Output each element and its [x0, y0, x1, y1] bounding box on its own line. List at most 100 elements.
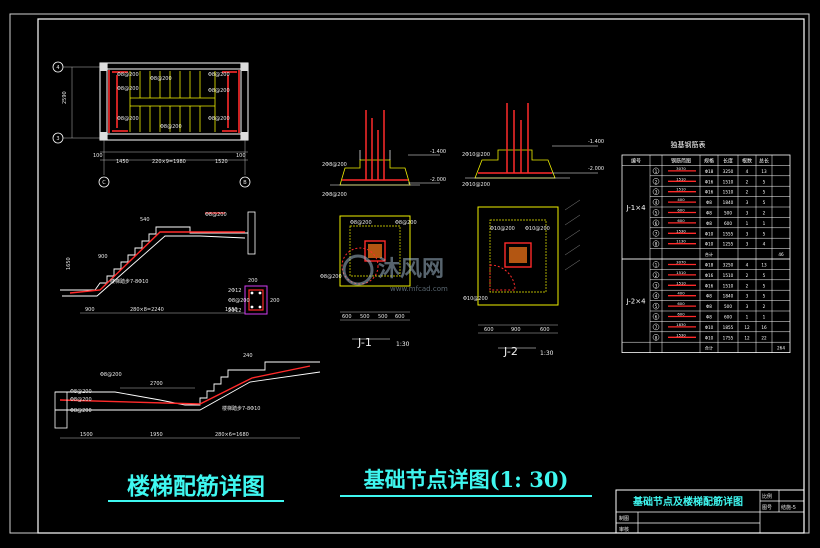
j2-note2: 2Φ10@200 [462, 182, 490, 188]
table-j2-row-cell: 22 [761, 335, 767, 340]
table-j1-row-index: 3 [655, 190, 658, 195]
svg-text:Φ10@200: Φ10@200 [525, 226, 550, 232]
table-j1-row-index-bubble [652, 167, 660, 175]
table-j1-row-cell: 1840 [723, 200, 734, 205]
table-j1-row-shape-length: 1530 [676, 228, 686, 233]
j1-dim-1: 600 [342, 314, 352, 320]
table-j1-row-cell: 3 [746, 200, 749, 205]
table-j1-row-cell: 2 [746, 179, 749, 184]
table-frame [621, 154, 791, 354]
j1-dim-2: 500 [360, 314, 370, 320]
table-j1-row-cell: Φ8 [706, 200, 712, 205]
table-j2-row-cell: 4 [746, 263, 749, 268]
svg-text:Φ8@200: Φ8@200 [208, 88, 230, 94]
table-j2-row-cell: 500 [724, 304, 732, 309]
j2-dim-3: 600 [540, 327, 550, 333]
table-j1-row-index-bubble [652, 240, 660, 247]
svg-text:2Φ12: 2Φ12 [228, 288, 241, 294]
j2-label: J-2 [503, 345, 518, 358]
watermark-text: 沐风网 [378, 257, 444, 282]
plan-dim-bottom-3: 1520 [215, 159, 228, 165]
axis-bubble-b [239, 176, 251, 188]
table-j1-row-index: 4 [655, 200, 658, 205]
table-j2-row-cell: 1510 [723, 273, 734, 278]
table-j1-row-shape-length: 3070 [676, 166, 686, 171]
table-j1-row-index-bubble [652, 209, 660, 216]
stair2-side: 1500 [80, 432, 93, 438]
title-block-design: 制图 [619, 515, 629, 522]
table-j2-row-cell: 2 [746, 273, 749, 278]
table-j1-row-cell: 1 [746, 221, 749, 226]
table-j1-row-cell: 4 [746, 169, 749, 174]
table-j2-row-cell: 3 [746, 304, 749, 309]
table-j1-row-index: 8 [655, 242, 658, 247]
table-j2-row-index-bubble [652, 271, 660, 279]
j1-scale: 1:30 [396, 341, 410, 348]
table-j2-row-cell: 2 [763, 304, 766, 309]
table-j1-row-cell: 500 [724, 211, 732, 216]
table-j1-row-index-bubble [652, 230, 660, 237]
title-block-sheet-value: 结施-5 [781, 504, 796, 511]
stair1-dim2: 900 [98, 254, 108, 260]
table-header-cell: 长度 [723, 158, 733, 165]
stair1-side: 1650 [66, 257, 72, 270]
stair1-dim: 280×8=2240 [130, 307, 164, 313]
table-j1-row-cell: 5 [763, 190, 766, 195]
table-j2-row-shape-length: 400 [677, 291, 685, 296]
table-j1-row-shape-length: 1510 [676, 176, 686, 181]
table-j2-row-cell: 16 [761, 325, 767, 330]
table-j1-row-cell: Φ16 [705, 190, 714, 195]
table-j1-row-cell: Φ8 [706, 221, 712, 226]
title-block-check: 审核 [619, 526, 629, 533]
table-j2-row-cell: 5 [763, 294, 766, 299]
title-block-sheet-label: 图号 [762, 505, 772, 511]
svg-text:Φ8@200: Φ8@200 [350, 220, 372, 226]
j2-elev2: -2.000 [588, 166, 604, 172]
table-j2-row-cell: Φ8 [706, 315, 712, 320]
table-j1-row-shape-length: 600 [677, 218, 685, 223]
axis-label-3: 3 [56, 136, 59, 142]
table-j1-row-cell: 5 [763, 200, 766, 205]
beam-section: 2Φ12 Φ8@200 2Φ12 200 200 [228, 278, 280, 315]
table-j2-row-index-bubble [652, 292, 660, 299]
table-group-j2: J-2×4 [625, 298, 646, 306]
stair2-dim2: 1950 [150, 432, 163, 438]
table-j2-row-cell: 12 [744, 325, 750, 330]
table-j1-row-cell: 13 [761, 169, 767, 174]
table-j2-row-index-bubble [652, 302, 660, 310]
stair-plan: 4 3 2590 [52, 61, 251, 188]
table-j2-row-index-bubble [652, 323, 660, 331]
table-j1-row-cell: 3250 [723, 169, 734, 174]
j2-scale: 1:30 [540, 350, 554, 357]
table-j2-row-index: 7 [655, 325, 658, 330]
table-j2-row-cell: 1840 [723, 294, 734, 299]
svg-text:Φ8@200: Φ8@200 [395, 220, 417, 226]
table-j1-row-cell: 1255 [723, 242, 734, 247]
table-j1-row-cell: Φ18 [705, 169, 714, 174]
table-j2-row-cell: Φ8 [706, 294, 712, 299]
table-j1-row-index: 6 [655, 221, 658, 226]
svg-text:Φ10@200: Φ10@200 [490, 226, 515, 232]
table-j2-row-index-bubble [652, 334, 660, 341]
table-sum-2: 264 [777, 346, 785, 351]
table-j1-row-cell: 3 [746, 211, 749, 216]
table-j2-row-cell: 12 [744, 335, 750, 340]
svg-text:1650: 1650 [225, 307, 238, 313]
svg-text:Φ8@200: Φ8@200 [100, 372, 122, 378]
title-block-title: 基础节点及楼梯配筋详图 [632, 495, 743, 508]
table-j1-row-cell: 2 [763, 211, 766, 216]
table-j2-row-cell: Φ16 [705, 273, 714, 278]
table-j2-row-cell: Φ10 [705, 335, 714, 340]
table-j2-row-index-bubble [652, 282, 660, 289]
stair-title: 楼梯配筋详图 [127, 473, 265, 500]
j1-label: J-1 [357, 336, 372, 349]
table-sum-label-2: 合计 [705, 345, 713, 352]
j1-note1: 2Φ8@200 [322, 162, 347, 168]
table-j2-row-shape-length: 1830 [676, 322, 686, 327]
plan-dim-bottom-1: 1450 [116, 159, 129, 165]
table-j1-row-cell: 5 [763, 179, 766, 184]
axis-label-4: 4 [56, 65, 59, 71]
table-j2-row-index: 8 [655, 335, 658, 340]
table-j1-row-index-bubble [652, 188, 660, 195]
